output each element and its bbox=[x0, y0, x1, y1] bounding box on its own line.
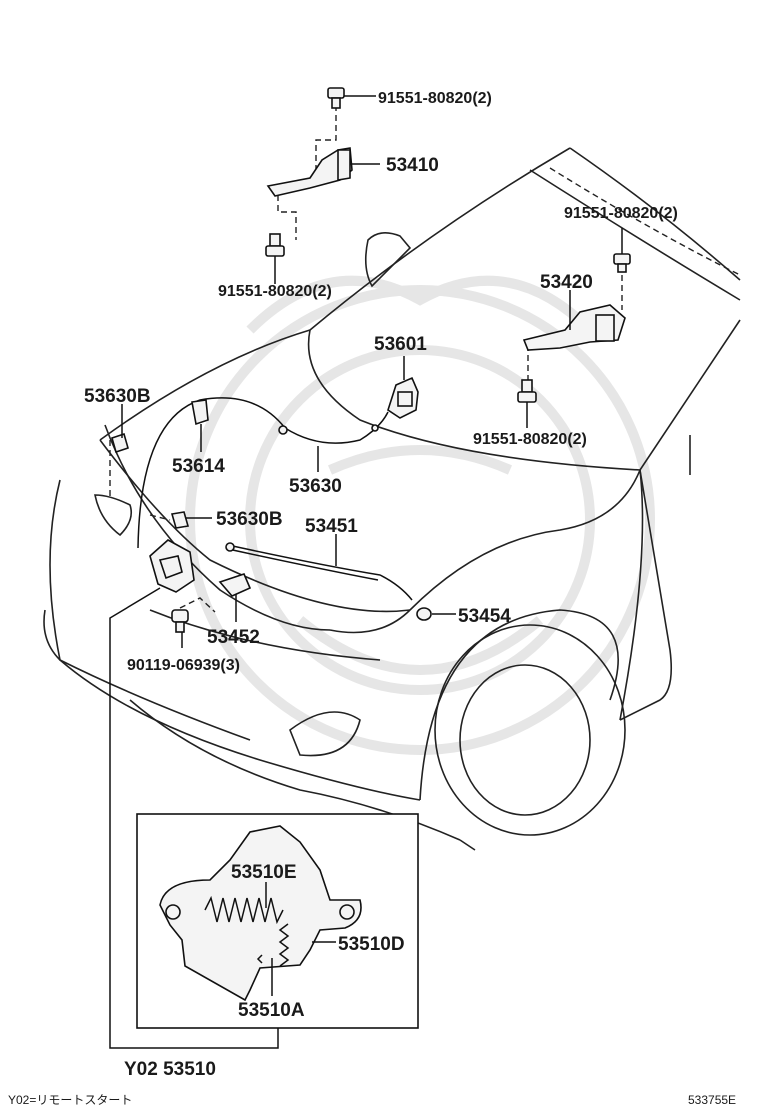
label-cable: 53630 bbox=[289, 476, 342, 497]
grommet bbox=[416, 607, 432, 621]
diagram-id: 533755E bbox=[688, 1093, 736, 1107]
cable-clamp bbox=[170, 511, 190, 529]
label-rod-holder: 53452 bbox=[207, 627, 260, 648]
label-bolt-right-top: 91551-80820(2) bbox=[564, 205, 678, 222]
label-sub-a: 53510A bbox=[238, 1000, 305, 1021]
label-bolt-right-bottom: 91551-80820(2) bbox=[473, 431, 587, 448]
hood-hinge-right bbox=[522, 304, 626, 351]
label-clamp-left: 53630B bbox=[84, 386, 151, 407]
bolt-icon bbox=[171, 609, 189, 633]
parts-drawings bbox=[111, 87, 631, 633]
label-hinge-right: 53420 bbox=[540, 272, 593, 293]
label-grommet: 53454 bbox=[458, 606, 511, 627]
label-bolt-top: 91551-80820(2) bbox=[378, 90, 492, 107]
hood-hinge-left bbox=[266, 147, 353, 197]
bolt-icon bbox=[265, 233, 285, 257]
label-spring-d: 53510D bbox=[338, 934, 405, 955]
part-labels: 91551-80820(2) 53410 91551-80820(2) 9155… bbox=[8, 90, 736, 1107]
hood-switch bbox=[387, 376, 419, 419]
watermark-logo bbox=[185, 275, 655, 755]
hood-lock-assembly bbox=[149, 539, 195, 593]
label-bracket: 53614 bbox=[172, 456, 225, 477]
label-hinge-left: 53410 bbox=[386, 155, 439, 176]
label-support-rod: 53451 bbox=[305, 516, 358, 537]
footer-note: Y02=リモートスタート bbox=[8, 1093, 132, 1107]
bolt-icon bbox=[327, 87, 345, 109]
label-switch: 53601 bbox=[374, 334, 427, 355]
cable-bracket bbox=[191, 399, 209, 426]
label-assembly-code: Y02 53510 bbox=[124, 1059, 216, 1080]
cable-clamp bbox=[111, 432, 129, 454]
label-bolt-left-bottom: 91551-80820(2) bbox=[218, 283, 332, 300]
label-spring-e: 53510E bbox=[231, 862, 297, 883]
support-rod bbox=[225, 542, 413, 601]
rod-holder bbox=[218, 573, 252, 597]
bolt-icon bbox=[613, 253, 631, 273]
hood-cable bbox=[137, 397, 389, 549]
detail-inset bbox=[136, 813, 419, 1029]
dashed-assembly-lines bbox=[109, 105, 741, 613]
label-leader-lines bbox=[109, 95, 623, 1049]
label-clamp-lower: 53630B bbox=[216, 509, 283, 530]
label-lock-bolt: 90119-06939(3) bbox=[127, 657, 240, 674]
